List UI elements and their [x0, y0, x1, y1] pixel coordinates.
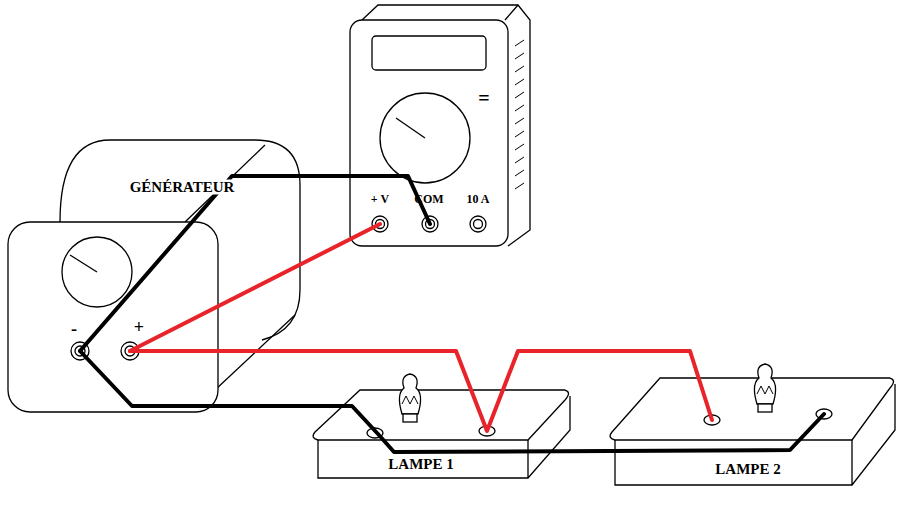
terminal-label: + — [134, 318, 144, 336]
terminal-label: 10 A — [466, 193, 489, 205]
hatch-stroke — [515, 170, 524, 176]
wires — [80, 176, 824, 452]
generator — [8, 140, 300, 412]
hatch-stroke — [515, 105, 524, 111]
terminal-label: - — [71, 320, 77, 338]
hatch-stroke — [515, 53, 524, 59]
terminal-label: + V — [371, 193, 389, 205]
hatch-stroke — [515, 79, 524, 85]
device-name: LAMPE 2 — [715, 462, 780, 477]
hatch-stroke — [515, 131, 524, 137]
device-name: GÉNÉRATEUR — [128, 180, 237, 195]
range-symbol: = — [478, 88, 489, 108]
multimeter — [350, 5, 530, 246]
hatch-stroke — [515, 66, 524, 72]
hatch-stroke — [515, 144, 524, 150]
hatch-stroke — [515, 118, 524, 124]
hatch-stroke — [515, 183, 524, 189]
hatch-stroke — [515, 40, 524, 46]
hatch-stroke — [515, 157, 524, 163]
lamp-2 — [610, 364, 895, 485]
lamp-1 — [313, 374, 570, 478]
terminal-label: COM — [414, 193, 443, 205]
hatch-stroke — [515, 92, 524, 98]
device-name: LAMPE 1 — [388, 457, 453, 472]
